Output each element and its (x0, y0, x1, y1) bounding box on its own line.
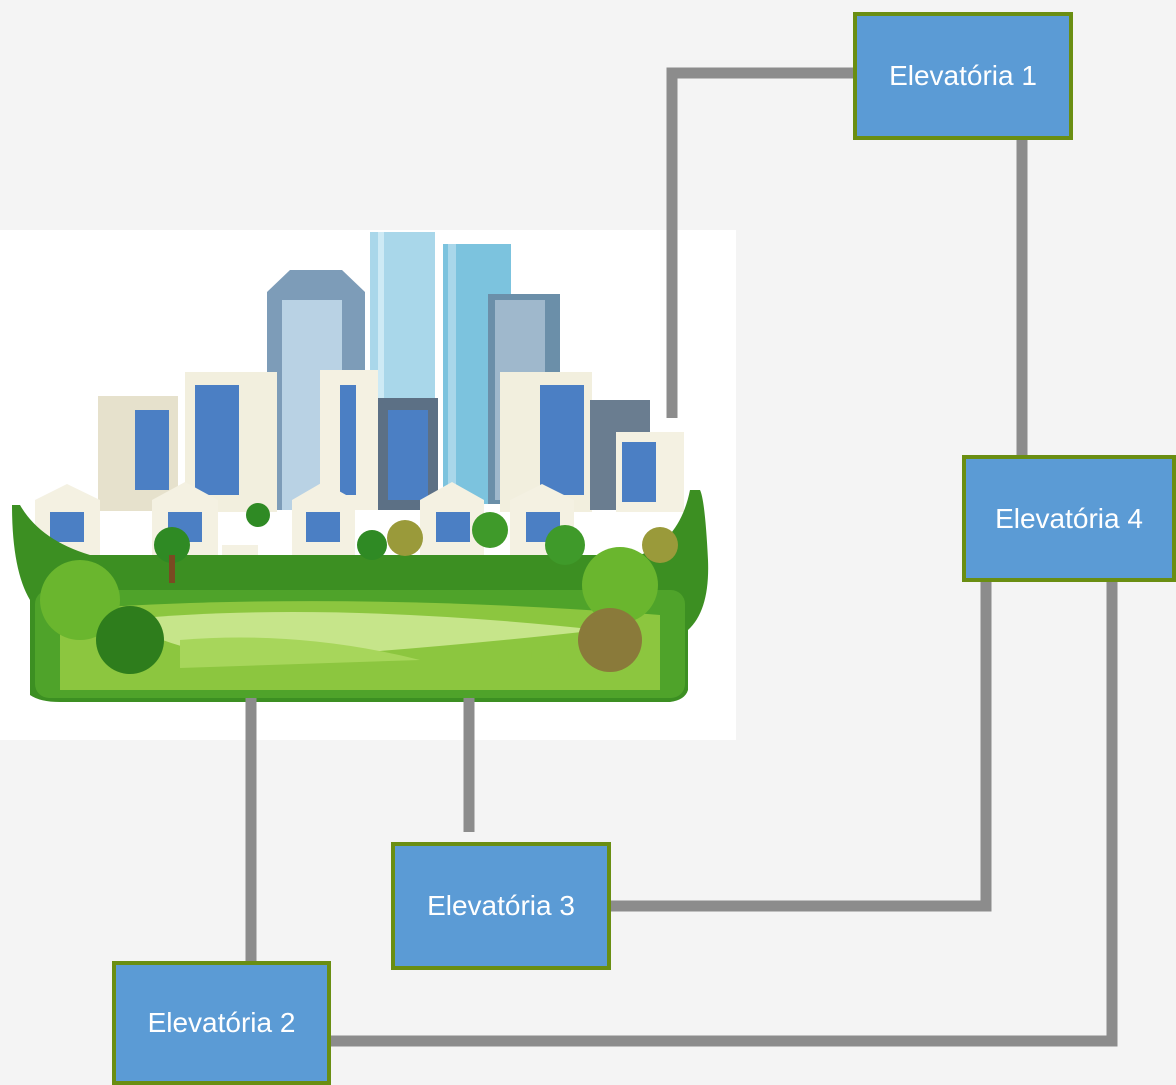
pipe-elevatoria-3-elevatoria-4 (611, 582, 992, 912)
node-label: Elevatória 1 (889, 60, 1037, 91)
pipe-elevatoria-2-elevatoria-4 (331, 582, 1118, 1047)
node-label: Elevatória 2 (147, 1007, 296, 1038)
node-label: Elevatória 3 (427, 890, 575, 921)
pipe-city-elevatoria-1 (666, 67, 853, 418)
node-label: Elevatória 4 (995, 502, 1143, 534)
node-elevatoria-4[interactable]: Elevatória 4 (962, 455, 1176, 582)
trees (40, 503, 678, 674)
city-illustration (0, 230, 736, 740)
pipe-connectors (245, 67, 1118, 1047)
node-elevatoria-2[interactable]: Elevatória 2 (112, 961, 331, 1085)
node-elevatoria-1[interactable]: Elevatória 1 (853, 12, 1073, 140)
node-elevatoria-3[interactable]: Elevatória 3 (391, 842, 611, 970)
